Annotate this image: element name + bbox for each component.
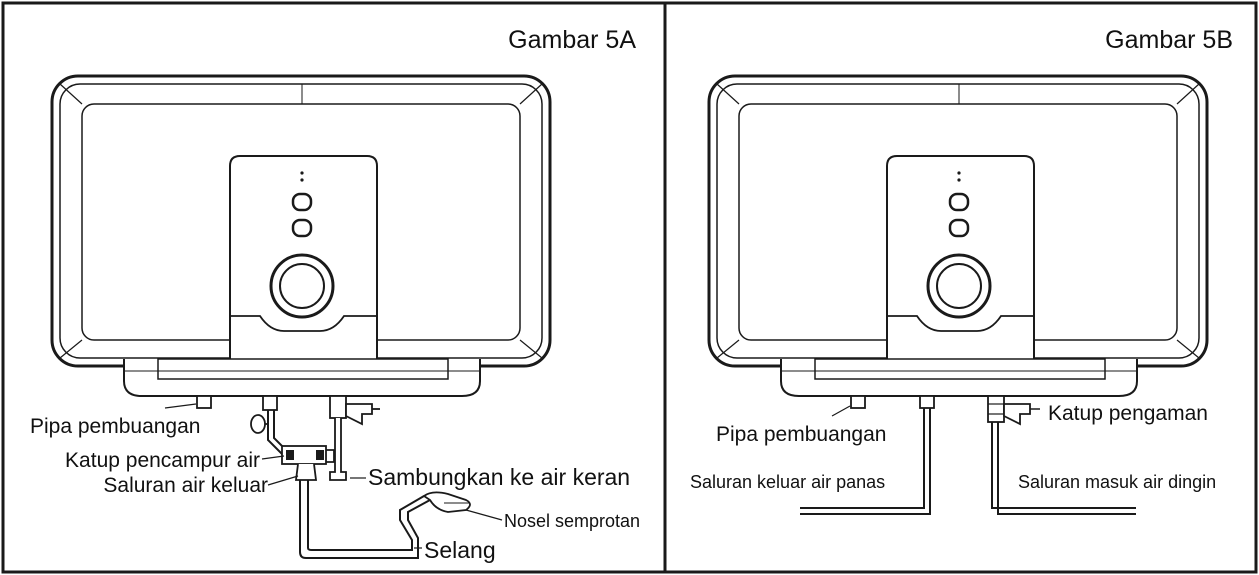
label-safety-valve-5b: Katup pengaman (1048, 402, 1208, 425)
panel-5a-title: Gambar 5A (508, 26, 636, 54)
water-heater-5b (707, 74, 1209, 398)
label-drain-pipe-5b: Pipa pembuangan (716, 423, 886, 446)
label-hose-5a: Selang (424, 537, 496, 563)
hot-outlet-pipe-5b (800, 408, 925, 509)
panel-5b-frame (663, 1, 1258, 574)
spray-nozzle-5a (422, 491, 471, 513)
label-spray-nozzle-5a: Nosel semprotan (504, 511, 640, 531)
panel-5b-title: Gambar 5B (1105, 26, 1233, 54)
mixing-valve-5a (281, 445, 335, 481)
safety-valve-5b (1003, 403, 1031, 426)
cold-inlet-pipe-5b (991, 422, 1136, 509)
label-drain-pipe-5a: Pipa pembuangan (30, 415, 200, 438)
label-hot-outlet-5b: Saluran keluar air panas (690, 472, 885, 492)
water-heater-5a (50, 74, 552, 398)
label-mixing-valve-5a: Katup pencampur air (65, 449, 260, 472)
hose-5a (299, 480, 431, 559)
drain-pipe-stub-5a (196, 395, 212, 409)
label-outlet-5a: Saluran air keluar (103, 474, 268, 497)
drain-pipe-stub-5b (850, 395, 866, 409)
panel-5a: Gambar 5A (30, 26, 640, 563)
label-cold-inlet-5b: Saluran masuk air dingin (1018, 472, 1216, 492)
label-tap-connect-5a: Sambungkan ke air keran (368, 464, 630, 490)
panel-5b: Gambar 5B Pipa pembuangan Katup pengaman… (690, 26, 1233, 515)
